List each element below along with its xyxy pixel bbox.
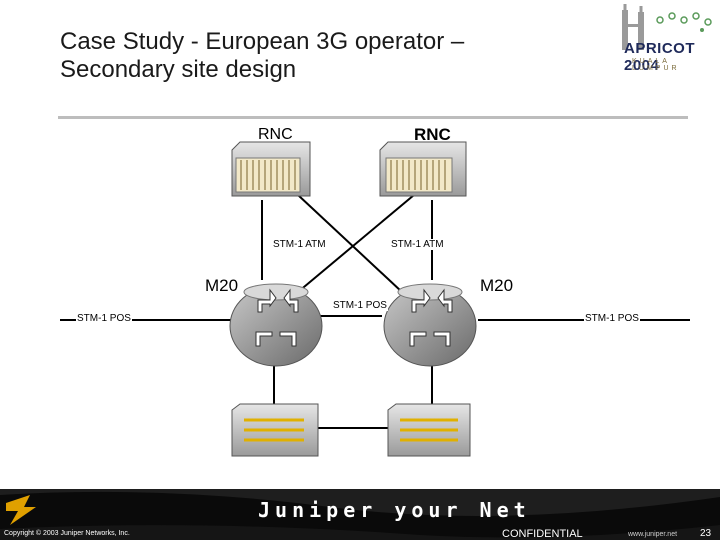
logo-name: APRICOT 2004 [624, 40, 695, 74]
footer-brand: Juniper your Net [258, 498, 531, 522]
footer-url[interactable]: www.juniper.net [628, 531, 678, 538]
network-diagram [60, 141, 690, 457]
link-rnc-right-to-m20-left [297, 194, 415, 293]
logo-sub: KUALA LUMPUR [632, 58, 680, 72]
title-divider [58, 116, 688, 119]
footer-swoosh-graphic [0, 489, 720, 540]
link-right-pos-label: STM-1 POS [584, 313, 640, 324]
page-number: 23 [700, 528, 712, 539]
link-rnc-left-to-m20-right [297, 194, 403, 293]
m20-right-label: M20 [480, 276, 514, 295]
rnc-right-label: RNC [414, 125, 451, 144]
footer-confidential: CONFIDENTIAL [502, 528, 583, 540]
footer-copyright: Copyright © 2003 Juniper Networks, Inc. [4, 530, 130, 537]
footer-bar [0, 489, 720, 540]
link-middle-pos-label: STM-1 POS [332, 300, 388, 311]
switch-left-device [231, 403, 319, 457]
rnc-left-device [231, 141, 311, 197]
rnc-left-label: RNC [258, 126, 293, 143]
link-left-pos-label: STM-1 POS [76, 313, 132, 324]
m20-left-router [229, 283, 323, 367]
link-left-atm-label: STM-1 ATM [272, 239, 327, 250]
m20-right-router [383, 283, 477, 367]
m20-left-label: M20 [205, 276, 239, 295]
rnc-right-device [379, 141, 467, 197]
apricot-logo [622, 4, 712, 50]
slide-title: Case Study - European 3G operator – Seco… [60, 28, 465, 83]
switch-right-device [387, 403, 471, 457]
link-right-atm-label: STM-1 ATM [390, 239, 445, 250]
